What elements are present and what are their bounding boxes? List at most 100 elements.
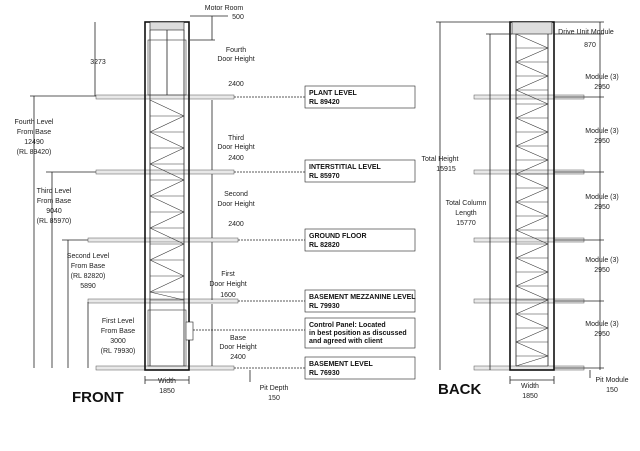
front-view-title: FRONT xyxy=(72,389,124,406)
slab-interstitial xyxy=(95,169,235,175)
drive-unit-label: Drive Unit Module xyxy=(558,29,614,36)
brace-diagonal xyxy=(515,285,549,301)
third-door-label-1: Third xyxy=(228,135,244,142)
level-box-mezzanine xyxy=(304,289,416,313)
level-rl-plant: RL 89420 xyxy=(309,99,340,106)
level-rl-basement: RL 76930 xyxy=(309,370,340,377)
slab-mezzanine xyxy=(87,298,239,304)
drive-unit-module xyxy=(511,21,553,35)
brace-diagonal xyxy=(515,215,549,231)
brace-diagonal xyxy=(149,99,185,117)
total-height-label: Total Height xyxy=(422,156,459,163)
front-width-value: 1850 xyxy=(159,388,175,395)
control-panel-line-1: Control Panel: Located xyxy=(309,322,386,329)
second-level-rl: (RL 82820) xyxy=(71,273,106,280)
third-door-value: 2400 xyxy=(228,155,244,162)
third-level-label-1: Third Level xyxy=(37,188,72,195)
brace-diagonal xyxy=(515,243,549,259)
brace-diagonal xyxy=(149,147,185,165)
module-4-label: Module (3) xyxy=(585,257,618,264)
dim-3273-value: 3273 xyxy=(90,59,106,66)
brace-diagonal xyxy=(149,179,185,197)
brace-diagonal xyxy=(515,341,549,357)
brace-diagonal xyxy=(149,163,185,181)
first-level-label-2: From Base xyxy=(101,328,135,335)
front-cross-bracing xyxy=(149,99,185,301)
first-door-value: 1600 xyxy=(220,292,236,299)
brace-diagonal xyxy=(149,275,185,293)
brace-diagonal xyxy=(515,229,549,245)
level-rl-interstitial: RL 85970 xyxy=(309,173,340,180)
fourth-door-value: 2400 xyxy=(228,81,244,88)
second-door-label-2: Door Height xyxy=(217,201,254,208)
level-box-interstitial xyxy=(304,159,416,183)
third-level-rl: (RL 85970) xyxy=(37,218,72,225)
level-rl-ground: RL 82820 xyxy=(309,242,340,249)
brace-diagonal xyxy=(515,89,549,105)
level-box-ground xyxy=(304,228,416,252)
base-door-value: 2400 xyxy=(230,354,246,361)
module-3-label: Module (3) xyxy=(585,194,618,201)
first-level-rl: (RL 79930) xyxy=(101,348,136,355)
fourth-door-label-2: Door Height xyxy=(217,56,254,63)
drive-unit-value: 870 xyxy=(584,42,596,49)
brace-diagonal xyxy=(515,201,549,217)
control-panel-line-3: and agreed with client xyxy=(309,338,383,345)
brace-diagonal xyxy=(515,103,549,119)
module-2-value: 2950 xyxy=(594,138,610,145)
brace-diagonal xyxy=(515,33,549,49)
module-5-value: 2950 xyxy=(594,331,610,338)
back-cross-bracing xyxy=(515,33,549,367)
second-level-label-1: Second Level xyxy=(67,253,110,260)
brace-diagonal xyxy=(149,291,185,301)
slab-plant xyxy=(95,94,235,100)
second-door-label-1: Second xyxy=(224,191,248,198)
brace-diagonal xyxy=(515,355,549,367)
control-panel-line-2: in best position as discussed xyxy=(309,330,407,337)
total-column-label-2: Length xyxy=(455,210,477,217)
slab-ground xyxy=(87,237,239,243)
base-door-label-2: Door Height xyxy=(219,344,256,351)
control-panel-note-box xyxy=(304,317,416,349)
brace-diagonal xyxy=(515,327,549,343)
module-2-label: Module (3) xyxy=(585,128,618,135)
motor-room-label: Motor Room xyxy=(205,5,244,12)
back-width-value: 1850 xyxy=(522,393,538,400)
brace-diagonal xyxy=(149,115,185,133)
brace-diagonal xyxy=(515,61,549,77)
motor-room-value: 500 xyxy=(232,14,244,21)
level-name-plant: PLANT LEVEL xyxy=(309,90,358,97)
brace-diagonal xyxy=(515,187,549,203)
brace-diagonal xyxy=(515,173,549,189)
base-door-label-1: Base xyxy=(230,335,246,342)
third-level-value: 9040 xyxy=(46,208,62,215)
fourth-level-label-1: Fourth Level xyxy=(15,119,54,126)
total-height-value: 15915 xyxy=(436,166,456,173)
third-level-label-2: From Base xyxy=(37,198,71,205)
back-shaft xyxy=(509,21,555,371)
pit-module-value: 150 xyxy=(606,387,618,394)
brace-diagonal xyxy=(515,271,549,287)
first-door-label-1: First xyxy=(221,271,235,278)
brace-diagonal xyxy=(515,159,549,175)
level-labels: PLANT LEVEL RL 89420 INTERSTITIAL LEVEL … xyxy=(193,85,416,380)
first-level-label-1: First Level xyxy=(102,318,135,325)
brace-diagonal xyxy=(149,211,185,229)
total-column-label-1: Total Column xyxy=(446,200,487,207)
brace-diagonal xyxy=(515,47,549,63)
fourth-level-label-2: From Base xyxy=(17,129,51,136)
control-panel-box xyxy=(185,321,194,341)
second-level-value: 5890 xyxy=(80,283,96,290)
first-level-value: 3000 xyxy=(110,338,126,345)
pit-module-label: Pit Module xyxy=(595,377,628,384)
level-name-interstitial: INTERSTITIAL LEVEL xyxy=(309,164,382,171)
pit-depth-value: 150 xyxy=(268,395,280,402)
pit-depth-label: Pit Depth xyxy=(260,385,289,392)
brace-diagonal xyxy=(515,145,549,161)
brace-diagonal xyxy=(515,299,549,315)
fourth-level-value: 12490 xyxy=(24,139,44,146)
back-view-title: BACK xyxy=(438,381,481,398)
brace-diagonal xyxy=(149,243,185,261)
brace-diagonal xyxy=(515,75,549,91)
